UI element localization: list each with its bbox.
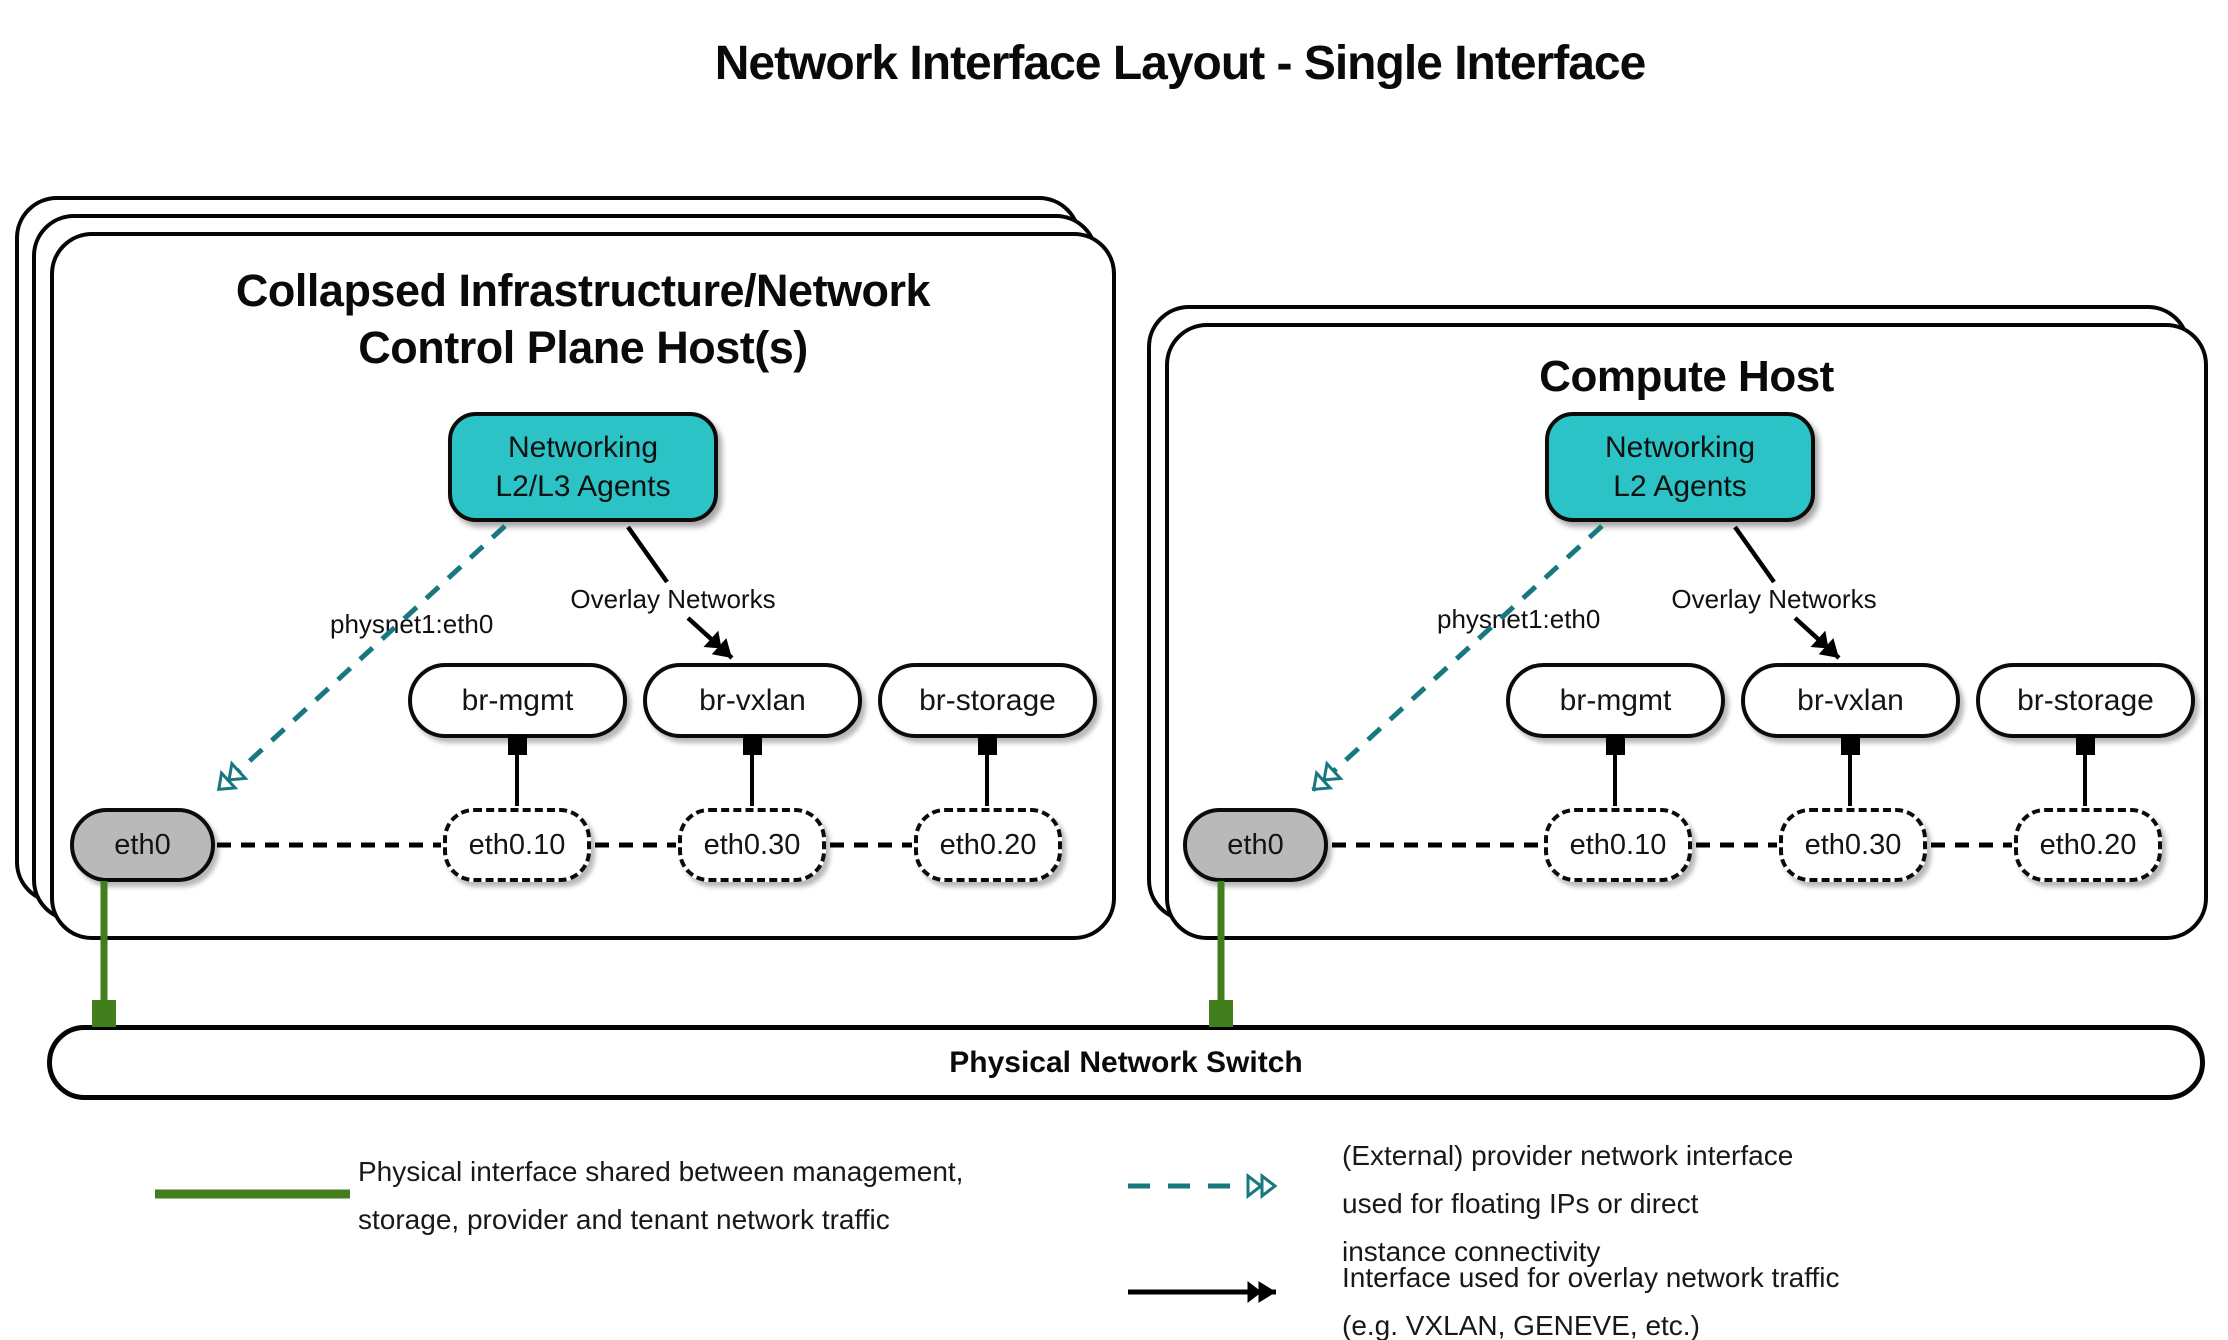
bridge-node-br-vxlan-left: br-vxlan	[643, 663, 862, 738]
provider-network-label-left: physnet1:eth0	[330, 609, 494, 639]
bridge-node-br-mgmt-right: br-mgmt	[1506, 663, 1725, 738]
eth0-node-right: eth0	[1183, 808, 1328, 882]
vlan-node-eth0-30-right: eth0.30	[1779, 808, 1927, 882]
agent-label-line2: L2 Agents	[1613, 470, 1747, 503]
legend-physical-line2: storage, provider and tenant network tra…	[358, 1204, 890, 1235]
compute-host-title: Compute Host	[1165, 348, 2208, 405]
legend-physical-text: Physical interface shared between manage…	[358, 1148, 963, 1244]
agent-label-line1: Networking	[507, 431, 659, 464]
control-host-title: Collapsed Infrastructure/Network Control…	[50, 262, 1116, 376]
physical-network-switch: Physical Network Switch	[47, 1025, 2205, 1100]
overlay-networks-label-left: Overlay Networks	[570, 584, 776, 614]
vlan-node-eth0-10-right: eth0.10	[1544, 808, 1692, 882]
legend-provider-line1: (External) provider network interface	[1342, 1140, 1794, 1171]
bridge-node-br-vxlan-right: br-vxlan	[1741, 663, 1960, 738]
bridge-node-br-mgmt-left: br-mgmt	[408, 663, 627, 738]
compute-host-title-line1: Compute Host	[1539, 352, 1834, 401]
control-host-title-line2: Control Plane Host(s)	[358, 322, 808, 373]
legend-overlay-line1: Interface used for overlay network traff…	[1342, 1262, 1840, 1293]
physical-network-switch-label: Physical Network Switch	[949, 1045, 1303, 1079]
legend-overlay-text: Interface used for overlay network traff…	[1342, 1254, 1840, 1340]
legend-provider-text: (External) provider network interface us…	[1342, 1132, 1793, 1276]
agent-label-line1: Networking	[1604, 431, 1756, 464]
vlan-node-eth0-20-right: eth0.20	[2014, 808, 2162, 882]
page-title: Network Interface Layout - Single Interf…	[714, 37, 1647, 90]
compute-host-agent-box: Networking L2 Agents	[1545, 412, 1815, 522]
bridge-node-br-storage-right: br-storage	[1976, 663, 2195, 738]
control-host-title-line1: Collapsed Infrastructure/Network	[235, 265, 931, 316]
provider-network-label-right: physnet1:eth0	[1437, 604, 1601, 634]
vlan-node-eth0-10-left: eth0.10	[443, 808, 591, 882]
agent-label-line2: L2/L3 Agents	[495, 470, 671, 503]
legend-provider-line2: used for floating IPs or direct	[1342, 1188, 1699, 1219]
control-host-agent-box: Networking L2/L3 Agents	[448, 412, 718, 522]
legend-overlay-line2: (e.g. VXLAN, GENEVE, etc.)	[1342, 1310, 1700, 1340]
eth0-node-left: eth0	[70, 808, 215, 882]
legend-physical-line1: Physical interface shared between manage…	[358, 1156, 964, 1187]
vlan-node-eth0-30-left: eth0.30	[678, 808, 826, 882]
overlay-networks-label-right: Overlay Networks	[1671, 584, 1877, 614]
vlan-node-eth0-20-left: eth0.20	[914, 808, 1062, 882]
legend-provider-line3: instance connectivity	[1342, 1236, 1601, 1267]
bridge-node-br-storage-left: br-storage	[878, 663, 1097, 738]
